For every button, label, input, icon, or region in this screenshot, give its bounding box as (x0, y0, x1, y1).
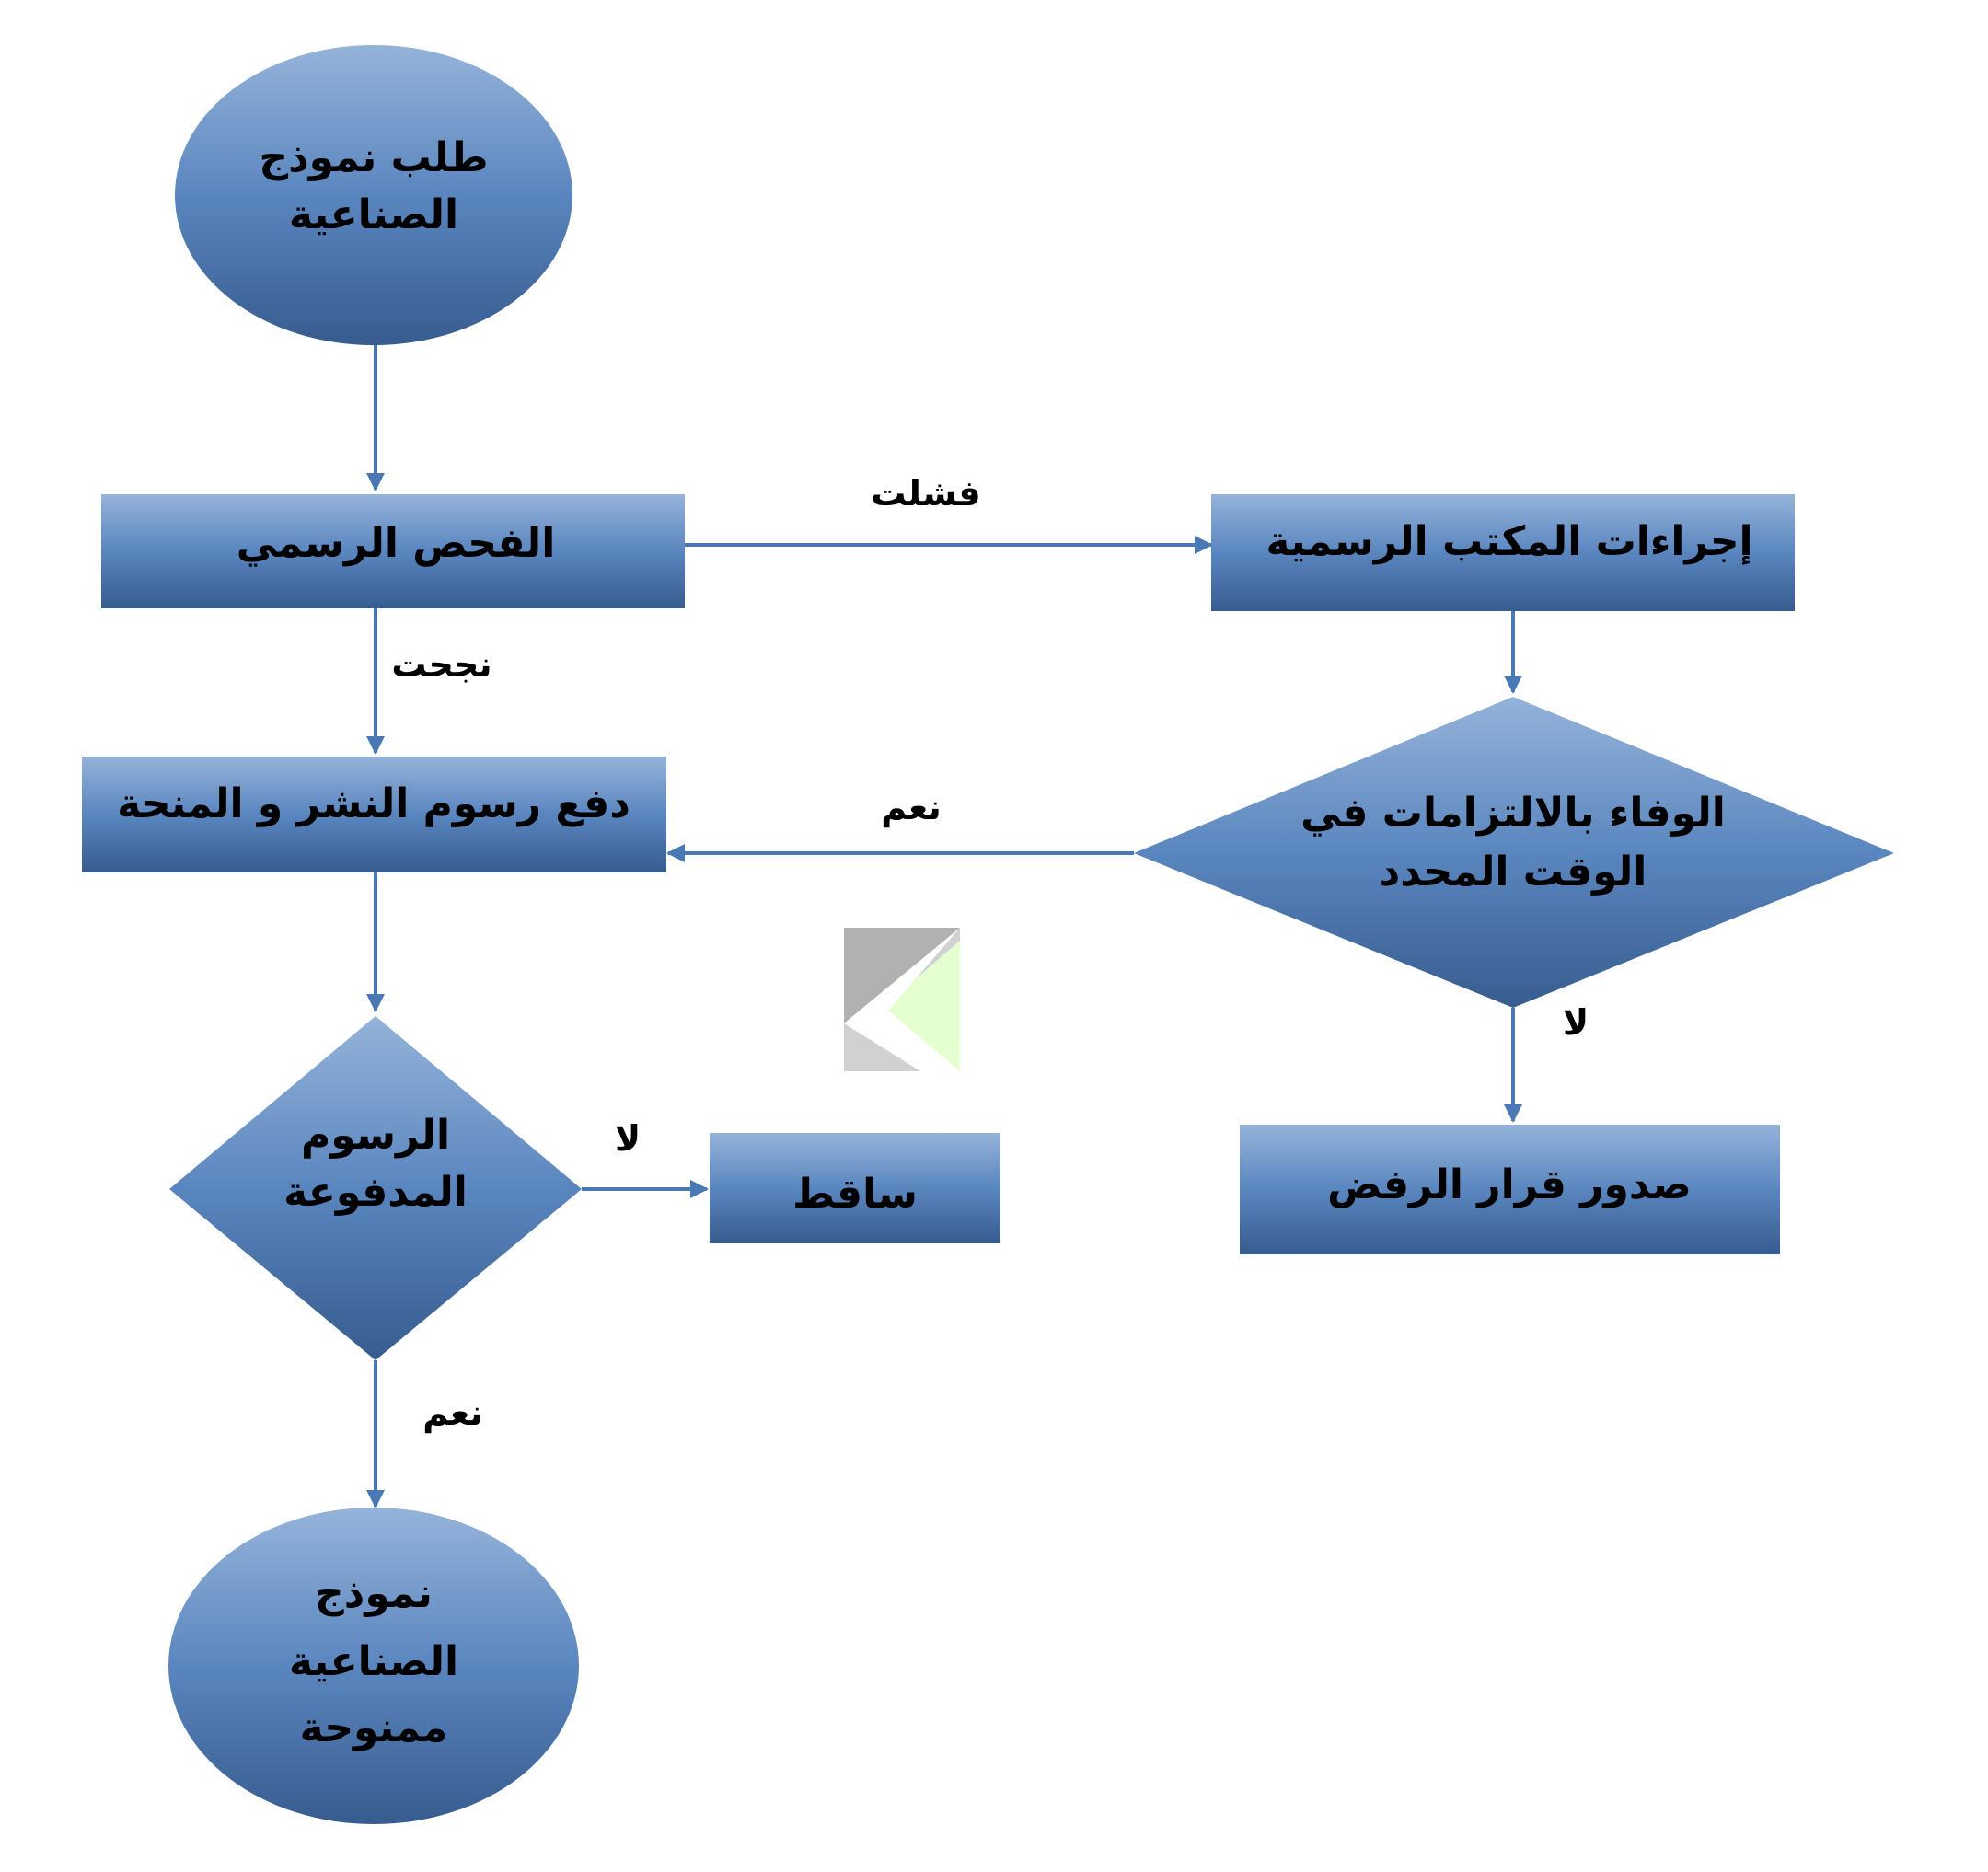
lapsed-node: ساقط (710, 1133, 1000, 1243)
end-node-line-1: نموذج (315, 1570, 433, 1617)
office-procedures-node: إجراءات المكتب الرسمية (1211, 494, 1795, 611)
start-node-line-1: طلب نموذج (259, 134, 488, 181)
obligations-decision-node: الوفاء بالالتزامات في الوقت المحدد (1134, 697, 1894, 1008)
fees-paid-decision-node: الرسوم المدفوعة (169, 1016, 582, 1360)
pay-fees-label: دفع رسوم النشر و المنحة (117, 780, 630, 827)
formal-exam-label: الفحص الرسمي (237, 520, 556, 567)
fees-paid-decision-line-1: الرسوم (301, 1112, 450, 1159)
lapsed-label: ساقط (792, 1171, 918, 1218)
obligations-decision-line-2: الوقت المحدد (1380, 849, 1647, 896)
formal-exam-node: الفحص الرسمي (101, 494, 685, 608)
start-node: طلب نموذج الصناعية (175, 45, 572, 345)
obligations-decision-line-1: الوفاء بالالتزامات في (1300, 790, 1726, 837)
office-procedures-label: إجراءات المكتب الرسمية (1266, 518, 1752, 565)
edge-label-yes-fees: نعم (422, 1392, 483, 1434)
rejection-node: صدور قرار الرفض (1240, 1125, 1780, 1254)
edge-label-yes-obligations: نعم (881, 787, 942, 828)
chevron-logo-icon (844, 928, 960, 1071)
end-node: نموذج الصناعية ممنوحة (168, 1508, 579, 1824)
edge-label-no-obligations: لا (1563, 1002, 1589, 1043)
start-node-line-2: الصناعية (289, 191, 458, 238)
rejection-label: صدور قرار الرفض (1327, 1161, 1692, 1208)
end-node-line-3: ممنوحة (300, 1704, 448, 1751)
edge-label-failed: فشلت (871, 473, 980, 514)
edge-label-succeeded: نجحت (391, 644, 491, 685)
edge-label-no-fees: لا (615, 1118, 641, 1159)
pay-fees-node: دفع رسوم النشر و المنحة (82, 757, 666, 872)
end-node-line-2: الصناعية (289, 1638, 458, 1685)
fees-paid-decision-line-2: المدفوعة (283, 1169, 468, 1216)
